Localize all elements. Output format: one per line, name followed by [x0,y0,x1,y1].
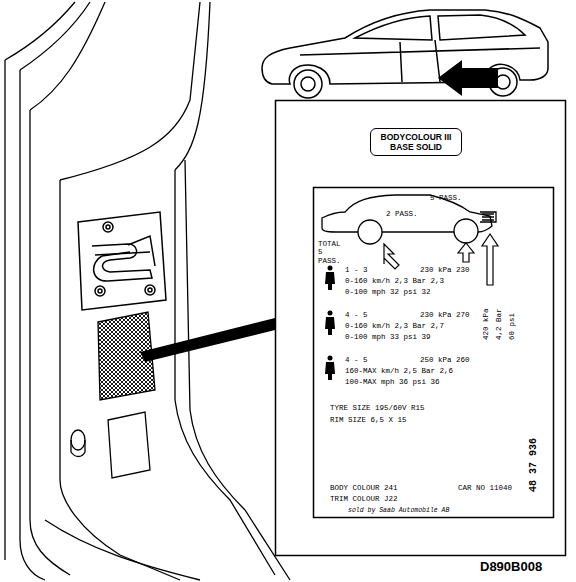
label-heading: BODYCOLOUR III BASE SOLID [377,132,455,152]
sticker-car [322,195,496,244]
row-label: 4 - 5 [345,356,368,364]
spare-pressure: 420 kPa [482,308,490,340]
pressure-value: 100-MAX mph 36 psi 36 [345,378,440,386]
detail-panel [276,101,566,556]
pressure-value: 0-160 km/h 2,3 Bar 2,3 [345,277,444,285]
row-label: 1 - 3 [345,266,368,274]
part-number: 48 37 936 [528,438,539,492]
rim-size: RIM SIZE 6,5 X 15 [330,416,407,424]
door-striker-plate [78,212,166,310]
pillar-details [71,412,150,478]
passenger-icons [325,266,335,381]
door-pillar [5,2,290,580]
pressure-value: 0-100 mph 33 psi 39 [345,333,431,341]
body-colour: BODY COLOUR 241 [330,484,398,492]
trim-colour: TRIM COLOUR J22 [330,495,398,503]
passenger-label: 5 PASS. [430,194,462,202]
pressure-value: 0-160 km/h 2,3 Bar 2,7 [345,322,444,330]
spare-pressure: 4,2 Bar [495,308,503,340]
maker-note: sold by Saab Automobile AB [348,507,449,514]
pressure-value: 230 kPa 230 [420,266,470,274]
pressure-value: 250 kPa 260 [420,356,470,364]
passenger-label: 2 PASS. [386,210,418,218]
location-arrow [438,60,498,96]
passenger-label: TOTAL 5 PASS. [318,240,348,265]
spare-pressure: 60 psi [508,313,516,340]
pressure-value: 160-MAX km/h 2,5 Bar 2,6 [345,367,453,375]
sticker-outline [314,188,554,518]
tyre-size: TYRE SIZE 195/60V R15 [330,404,425,412]
leader-line [140,318,275,362]
figure-code: D890B008 [480,560,542,574]
car-number: CAR NO 11040 [458,484,512,492]
pressure-value: 230 kPa 270 [420,311,470,319]
car-side-view [262,10,548,98]
label-box: BODYCOLOUR III BASE SOLID [370,128,462,156]
row-label: 4 - 5 [345,311,368,319]
pressure-value: 0-100 mph 32 psi 32 [345,288,431,296]
